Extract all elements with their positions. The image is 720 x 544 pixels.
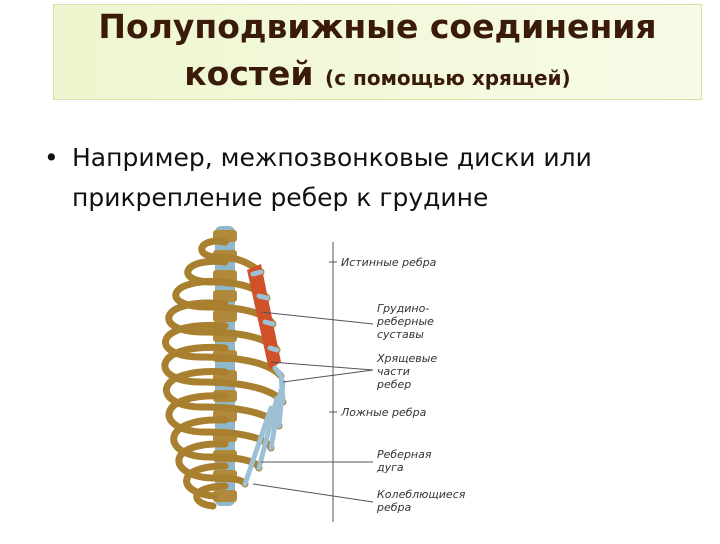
label-arch-1: Реберная (377, 448, 432, 461)
label-floating-2: ребра (376, 501, 412, 514)
title-box: Полуподвижные соединения костей (с помощ… (53, 4, 702, 100)
title-note: (с помощью хрящей) (325, 66, 571, 90)
label-false-ribs: Ложные ребра (340, 406, 427, 419)
label-sternocostal-2: реберные (376, 315, 434, 328)
title-line-2: костей (с помощью хрящей) (54, 54, 701, 93)
rib-cage-figure: Истинные ребра Грудино- реберные суставы… (143, 212, 480, 540)
label-arch-2: дуга (376, 461, 404, 474)
bullet-marker: • (44, 138, 59, 178)
title-main-word: костей (184, 54, 313, 93)
bullet-text: Например, межпозвонковые диски или прикр… (72, 138, 672, 218)
label-sternocostal-3: суставы (377, 328, 424, 341)
label-cartilage-2: части (377, 365, 410, 378)
label-floating-1: Колеблющиеся (377, 488, 466, 501)
title-line-1: Полуподвижные соединения (54, 7, 701, 46)
label-true-ribs: Истинные ребра (341, 256, 437, 269)
rib-cage-illustration: Истинные ребра Грудино- реберные суставы… (143, 212, 480, 540)
label-cartilage-1: Хрящевые (376, 352, 437, 365)
label-sternocostal-1: Грудино- (377, 302, 429, 315)
label-cartilage-3: ребер (376, 378, 411, 391)
